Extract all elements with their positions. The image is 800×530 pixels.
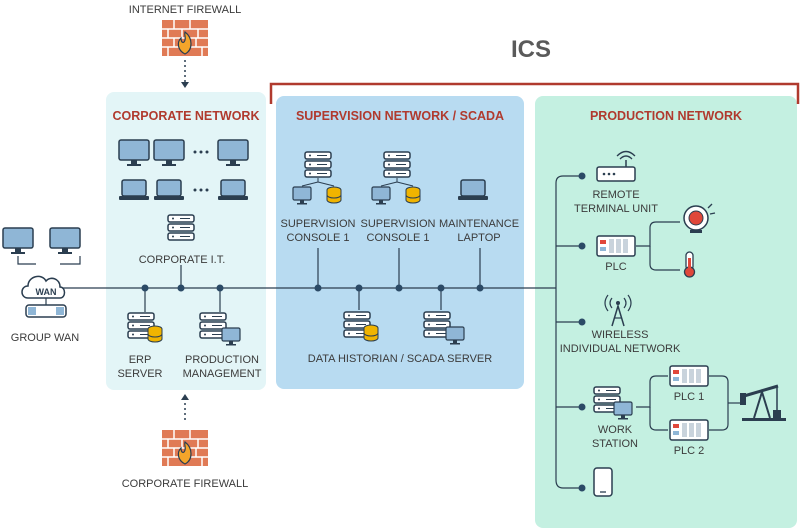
wan-router-icon [25, 298, 67, 318]
wan-cloud-icon [21, 275, 66, 299]
scada-server-icon [423, 311, 465, 346]
supervision-console-1b-line1: SUPERVISION [360, 218, 436, 230]
maintenance-laptop-icon [457, 179, 489, 201]
supervision-network-title: SUPERVISION NETWORK / SCADA [295, 109, 505, 123]
remote-terminal-unit-line1: REMOTE [592, 189, 640, 201]
corporate-laptop-1 [118, 179, 150, 201]
plc-icon [596, 235, 636, 257]
supervision-console-1a-icon [292, 151, 342, 206]
data-historian-icon [343, 311, 379, 342]
production-management-label-line1: PRODUCTION [185, 354, 259, 366]
maintenance-laptop-label: MAINTENANCE LAPTOP [436, 217, 522, 245]
plc-label: PLC [605, 261, 627, 273]
corporate-laptop-3 [217, 179, 249, 201]
backbone-junctions [141, 284, 484, 292]
corporate-firewall-label: CORPORATE FIREWALL [121, 478, 249, 490]
remote-terminal-unit-icon [596, 150, 636, 182]
group-wan-monitor-right [49, 227, 81, 255]
supervision-console-1b-line2: CONSOLE 1 [366, 232, 430, 244]
production-management-label-line2: MANAGEMENT [182, 368, 262, 380]
ics-bracket [269, 82, 800, 104]
wan-label: WAN [35, 287, 57, 297]
maintenance-laptop-line2: LAPTOP [457, 232, 501, 244]
erp-server-label-line2: SERVER [117, 368, 163, 380]
corporate-it-label: CORPORATE I.T. [138, 254, 226, 266]
corporate-laptop-2 [153, 179, 185, 201]
thermometer-icon [683, 251, 696, 278]
production-management-label: PRODUCTION MANAGEMENT [178, 353, 266, 381]
plc1-icon [669, 365, 709, 387]
corporate-monitor-1 [118, 139, 150, 167]
supervision-console-1b-icon [371, 151, 421, 206]
corporate-it-server-icon [167, 214, 195, 241]
production-network-title: PRODUCTION NETWORK [589, 109, 743, 123]
remote-terminal-unit-label: REMOTE TERMINAL UNIT [566, 188, 666, 216]
corporate-ellipsis-2 [193, 188, 209, 192]
supervision-console-1b-label: SUPERVISION CONSOLE 1 [358, 217, 438, 245]
group-wan-label: GROUP WAN [10, 332, 80, 344]
wireless-network-line1: WIRELESS [591, 329, 649, 341]
production-junctions [578, 172, 586, 492]
wireless-tower-icon [604, 294, 632, 327]
ics-label: ICS [511, 36, 552, 63]
corporate-network-title: CORPORATE NETWORK [112, 109, 260, 123]
erp-server-icon [127, 312, 163, 343]
supervision-network-zone [276, 96, 524, 389]
erp-server-label-line1: ERP [128, 354, 152, 366]
erp-server-label: ERP SERVER [110, 353, 170, 381]
maintenance-laptop-line1: MAINTENANCE [438, 218, 520, 230]
internet-firewall-icon [161, 19, 209, 57]
remote-terminal-unit-line2: TERMINAL UNIT [574, 203, 658, 215]
work-station-line2: STATION [591, 438, 639, 450]
corporate-ellipsis-1 [193, 150, 209, 154]
supervision-console-1a-label: SUPERVISION CONSOLE 1 [278, 217, 358, 245]
alarm-siren-icon [683, 203, 716, 233]
supervision-console-1a-line2: CONSOLE 1 [286, 232, 350, 244]
plc2-icon [669, 419, 709, 441]
work-station-icon [593, 386, 633, 421]
supervision-console-1a-line1: SUPERVISION [280, 218, 356, 230]
corporate-firewall-icon [161, 429, 209, 467]
plc2-label: PLC 2 [673, 445, 705, 457]
work-station-label: WORK STATION [585, 423, 645, 451]
production-network-zone [535, 96, 797, 528]
work-station-line1: WORK [597, 424, 633, 436]
corporate-monitor-2 [153, 139, 185, 167]
production-management-icon [199, 312, 241, 347]
group-wan-monitor-left [2, 227, 34, 255]
mobile-device-icon [593, 467, 613, 497]
wireless-network-label: WIRELESS INDIVIDUAL NETWORK [555, 328, 685, 356]
wireless-network-line2: INDIVIDUAL NETWORK [559, 343, 681, 355]
internet-firewall-label: INTERNET FIREWALL [128, 4, 242, 16]
data-historian-label: DATA HISTORIAN / SCADA SERVER [307, 353, 493, 365]
plc1-label: PLC 1 [673, 391, 705, 403]
corporate-monitor-3 [217, 139, 249, 167]
oil-pump-icon [740, 384, 786, 421]
